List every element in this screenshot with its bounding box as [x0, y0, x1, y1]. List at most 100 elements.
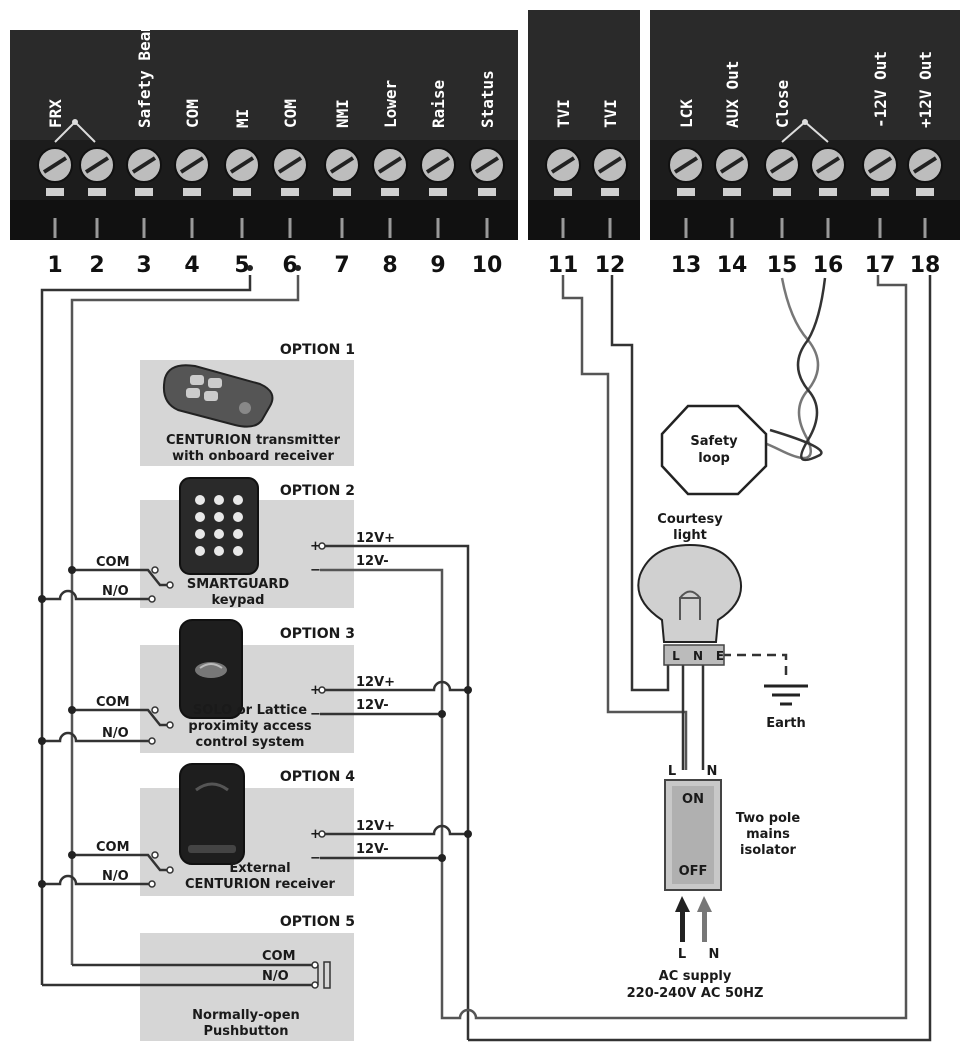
terminal-label-10: Status: [478, 70, 497, 128]
terminal-number-4: 4: [184, 253, 199, 278]
option-1-line2: with onboard receiver: [172, 449, 334, 464]
opt4-pos-label: 12V+: [356, 819, 395, 834]
opt3-plus-sign: +: [310, 683, 321, 698]
terminal-label-3: Safety Beam: [135, 22, 154, 128]
option-4-box: [140, 788, 354, 896]
terminal-label-15: Close: [773, 80, 792, 128]
terminal-tab-5: [233, 188, 251, 196]
terminal-17: -12V Out: [862, 51, 898, 238]
opt4-neg-label: 12V-: [356, 842, 389, 857]
terminal-label-6: COM: [281, 99, 300, 128]
option-3-line1: SOLO or Lattice: [193, 703, 307, 718]
light-bulb-icon: [637, 543, 742, 666]
wire-com: [70, 275, 300, 965]
terminal-block-right-top: [650, 10, 960, 140]
terminal-10: Status: [469, 70, 505, 238]
terminal-label-7: NMI: [333, 99, 352, 128]
bus-to-18: [468, 275, 932, 1042]
terminal-number-18: 18: [910, 253, 941, 278]
terminal-8: Lower: [372, 80, 408, 238]
light-n-label: N: [693, 649, 703, 663]
earth-icon: [764, 684, 808, 706]
tvi-wire-12: [610, 275, 670, 692]
terminal-tab-10: [478, 188, 496, 196]
terminal-tab-2: [88, 188, 106, 196]
light-l-label: L: [672, 649, 680, 663]
terminal-15: Close: [764, 80, 800, 238]
terminal-number-6: 6: [282, 253, 297, 278]
terminal-tab-13: [677, 188, 695, 196]
opt2-plus-sign: +: [310, 539, 321, 554]
option-3-line3: control system: [196, 735, 305, 750]
courtesy-light-line2: light: [673, 528, 707, 543]
terminal-tab-12: [601, 188, 619, 196]
terminal-block-middle-top: [528, 10, 640, 140]
terminal-number-3: 3: [136, 253, 151, 278]
opt3-no-wire: [42, 731, 152, 743]
opt3-pos: [320, 680, 468, 692]
option-3-title: OPTION 3: [280, 626, 355, 642]
terminal-tab-3: [135, 188, 153, 196]
terminal-16: [810, 147, 846, 238]
opt3-com-wire: [72, 708, 168, 727]
terminal-tab-16: [819, 188, 837, 196]
terminal-number-5: 5: [234, 253, 249, 278]
terminal-7: NMI: [324, 99, 360, 238]
supply-arrows: [675, 896, 712, 942]
screw-slot-7: [329, 156, 355, 174]
opt2-neg-label: 12V-: [356, 554, 389, 569]
terminal-block-middle-base: [528, 200, 640, 240]
opt2-no-label: N/O: [102, 584, 129, 599]
terminal-number-7: 7: [334, 253, 349, 278]
opt4-com-wire: [72, 853, 168, 872]
screw-slot-2: [84, 156, 110, 174]
opt2-com-wire: [72, 568, 168, 587]
labels: OPTION 1 CENTURION transmitter with onbo…: [96, 342, 806, 1039]
isolator-line1: Two pole: [736, 811, 801, 826]
supply-line1: AC supply: [659, 969, 732, 984]
option-2-line2: keypad: [212, 593, 265, 608]
terminal-number-17: 17: [865, 253, 896, 278]
terminal-tab-18: [916, 188, 934, 196]
safety-loop-symbol: [660, 404, 768, 496]
terminal-label-13: LCK: [677, 99, 696, 128]
option-4-title: OPTION 4: [280, 769, 355, 785]
terminal-block-right-base: [650, 200, 960, 240]
terminal-number-11: 11: [548, 253, 579, 278]
terminal-label-11: TVI: [554, 99, 573, 128]
opt2-com-label: COM: [96, 555, 130, 570]
earth-wire: [722, 653, 788, 680]
isolator-on-label: ON: [682, 792, 704, 807]
tvi-wire-11: [561, 275, 688, 770]
light-e-label: E: [716, 649, 724, 663]
isolator-line2: mains: [746, 827, 790, 842]
screw-slot-6: [277, 156, 303, 174]
screw-slot-12: [597, 156, 623, 174]
option-5-title: OPTION 5: [280, 914, 355, 930]
screw-slot-14: [719, 156, 745, 174]
terminal-9: Raise: [420, 80, 456, 238]
option-5-line1: Normally-open: [192, 1008, 300, 1023]
screw-slot-11: [550, 156, 576, 174]
option-4-line1: External: [229, 861, 290, 876]
screw-slot-9: [425, 156, 451, 174]
terminal-number-15: 15: [767, 253, 798, 278]
opt2-minus-sign: −: [310, 563, 321, 578]
terminal-tab-9: [429, 188, 447, 196]
terminal-label-12: TVI: [601, 99, 620, 128]
opt3-neg-label: 12V-: [356, 698, 389, 713]
opt3-pos-label: 12V+: [356, 675, 395, 690]
opt2-pos-label: 12V+: [356, 531, 395, 546]
option-5-box: [140, 933, 354, 1041]
terminal-4: COM: [174, 99, 210, 238]
screw-slot-17: [867, 156, 893, 174]
terminal-label-14: AUX Out: [723, 61, 742, 128]
terminal-12: TVI: [592, 99, 628, 238]
terminal-tab-8: [381, 188, 399, 196]
devices: [162, 364, 274, 865]
supply-l-label: L: [678, 947, 686, 962]
screw-slot-10: [474, 156, 500, 174]
